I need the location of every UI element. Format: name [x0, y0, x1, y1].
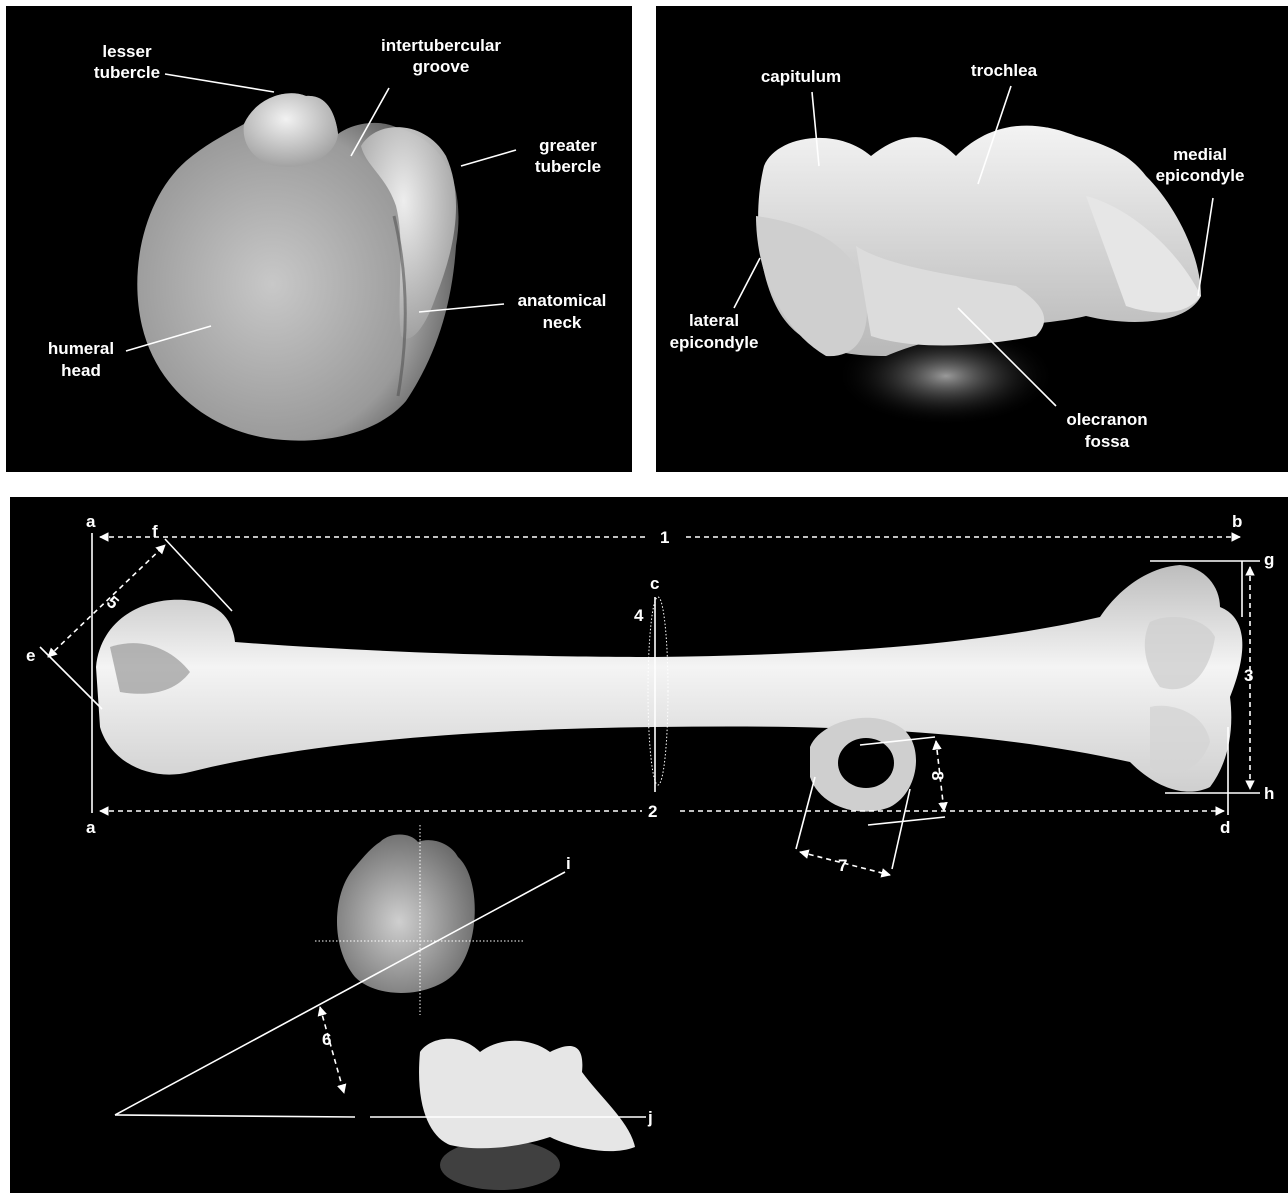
small-proximal-view	[337, 835, 475, 994]
letter-f: f	[152, 522, 158, 541]
svg-text:greater: greater	[539, 136, 597, 155]
letter-a-bottom: a	[86, 818, 96, 837]
svg-text:tubercle: tubercle	[535, 157, 601, 176]
svg-text:medial: medial	[1173, 145, 1227, 164]
svg-text:fossa: fossa	[1085, 432, 1130, 451]
svg-text:head: head	[61, 361, 101, 380]
number-1: 1	[660, 528, 669, 547]
letter-d: d	[1220, 818, 1230, 837]
label-intertubercular-groove: intertubercular groove	[381, 36, 501, 76]
number-3: 3	[1244, 666, 1253, 685]
distal-humerus-panel: capitulum trochlea medial epicondyle lat…	[656, 6, 1288, 472]
number-7: 7	[838, 856, 847, 875]
label-lateral-epicondyle: lateral epicondyle	[670, 311, 759, 352]
shaft-cross-section	[810, 718, 916, 812]
label-capitulum: capitulum	[761, 67, 841, 86]
humeral-head-bone	[137, 93, 458, 440]
distal-humerus-bone	[756, 126, 1201, 426]
svg-text:anatomical: anatomical	[518, 291, 607, 310]
svg-text:epicondyle: epicondyle	[1156, 166, 1245, 185]
measurement-figure: a a b c d e f g h i j 1 2 3 4 5 6 7 8	[10, 497, 1288, 1193]
svg-text:tubercle: tubercle	[94, 63, 160, 82]
svg-text:lateral: lateral	[689, 311, 739, 330]
number-5: 5	[103, 592, 122, 613]
measurement-numbers: 1 2 3 4 5 6 7 8	[103, 528, 1253, 1049]
svg-text:intertubercular: intertubercular	[381, 36, 501, 55]
label-lesser-tubercle: lesser tubercle	[94, 42, 160, 82]
label-olecranon-fossa: olecranon fossa	[1066, 410, 1147, 451]
proximal-humerus-figure: lesser tubercle intertubercular groove g…	[6, 6, 632, 472]
number-8: 8	[928, 771, 947, 780]
number-2: 2	[648, 802, 657, 821]
label-anatomical-neck: anatomical neck	[518, 291, 607, 332]
svg-text:epicondyle: epicondyle	[670, 333, 759, 352]
svg-text:capitulum: capitulum	[761, 67, 841, 86]
letter-j: j	[647, 1108, 653, 1127]
svg-text:groove: groove	[413, 57, 470, 76]
svg-text:trochlea: trochlea	[971, 61, 1038, 80]
small-distal-view	[419, 1039, 635, 1190]
label-medial-epicondyle: medial epicondyle	[1156, 145, 1245, 185]
letter-b: b	[1232, 512, 1242, 531]
letter-c: c	[650, 574, 659, 593]
svg-text:humeral: humeral	[48, 339, 114, 358]
letter-g: g	[1264, 550, 1274, 569]
label-greater-tubercle: greater tubercle	[535, 136, 601, 176]
letter-h: h	[1264, 784, 1274, 803]
measurement-panel: a a b c d e f g h i j 1 2 3 4 5 6 7 8	[10, 497, 1288, 1193]
svg-text:olecranon: olecranon	[1066, 410, 1147, 429]
svg-text:neck: neck	[543, 313, 582, 332]
distal-humerus-figure: capitulum trochlea medial epicondyle lat…	[656, 6, 1288, 472]
svg-text:lesser: lesser	[102, 42, 152, 61]
humerus-shaft-bone	[96, 565, 1242, 792]
letter-e: e	[26, 646, 35, 665]
number-4: 4	[634, 606, 644, 625]
proximal-humerus-panel: lesser tubercle intertubercular groove g…	[6, 6, 632, 472]
letter-i: i	[566, 854, 571, 873]
label-humeral-head: humeral head	[48, 339, 114, 380]
letter-a-top: a	[86, 512, 96, 531]
label-trochlea: trochlea	[971, 61, 1038, 80]
number-6: 6	[322, 1030, 331, 1049]
